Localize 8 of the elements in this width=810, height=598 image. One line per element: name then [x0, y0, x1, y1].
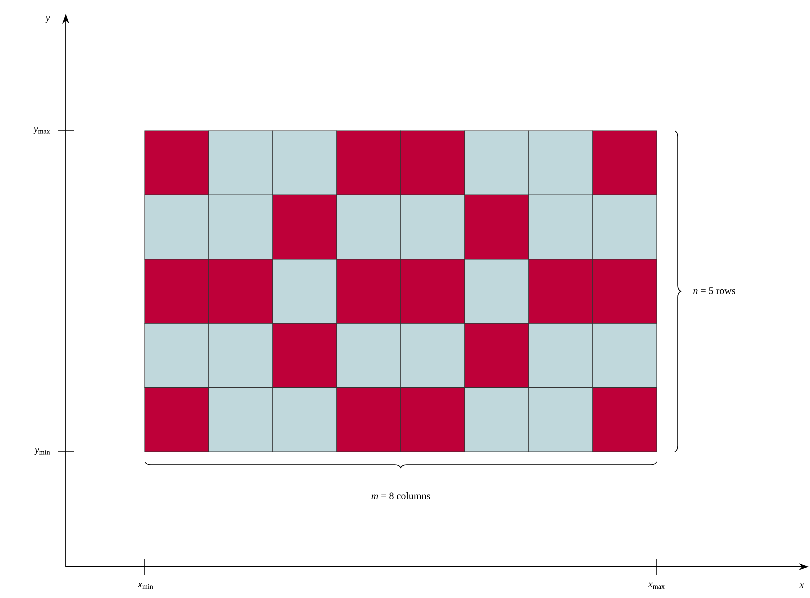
tick-label: x$_{min}$ — [138, 582, 154, 590]
axis-label: y — [44, 16, 50, 24]
dimension-label: n = 5 rows — [694, 288, 736, 294]
tick-label: y$_{min}$ — [34, 448, 50, 456]
tick-label: y$_{max}$ — [32, 128, 50, 134]
axis-label: x — [800, 584, 804, 588]
tick-label: x$_{max}$ — [648, 582, 665, 590]
dimension-label: m = 8 columns — [372, 492, 430, 500]
